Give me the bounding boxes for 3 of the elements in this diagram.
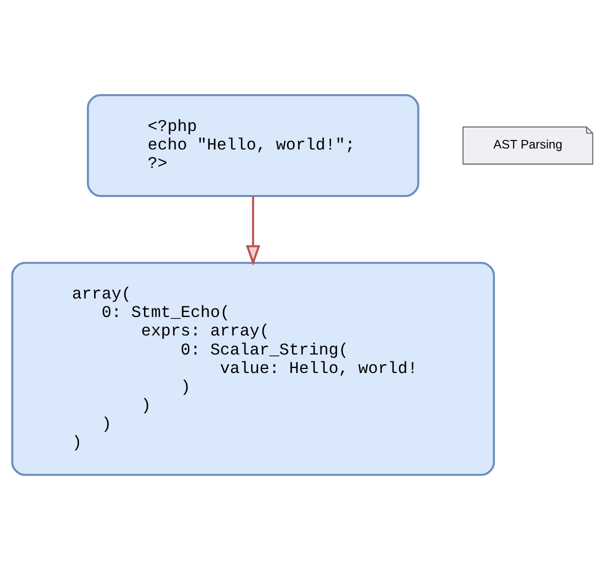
- node-box: array( 0: Stmt_Echo( exprs: array( 0: Scalar_String( value: Hello, world! ) ) ) ): [11, 261, 495, 476]
- node-box: <?php echo "Hello, world!"; ?>: [86, 94, 420, 196]
- arrow: [246, 196, 260, 266]
